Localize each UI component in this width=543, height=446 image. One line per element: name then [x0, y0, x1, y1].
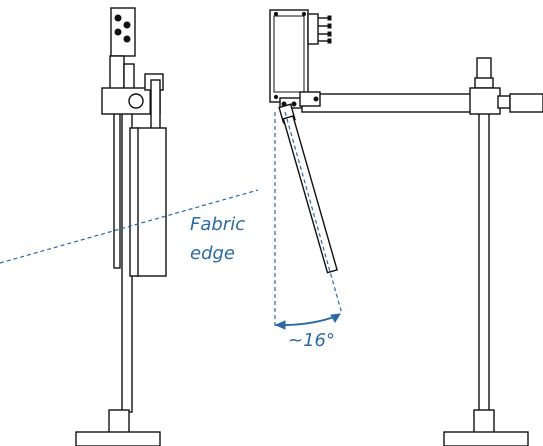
- bolt-icon: [123, 35, 131, 43]
- connector-block: [307, 13, 319, 45]
- right-vertical-post: [478, 111, 490, 413]
- horizontal-arm: [301, 93, 473, 113]
- pendulum-rod: [282, 115, 338, 274]
- bolt-icon: [123, 21, 131, 29]
- bolt-icon: [114, 28, 122, 36]
- left-slide-rail: [109, 55, 125, 91]
- middle-assembly: ~16°: [269, 9, 473, 351]
- left-guide-plate-edge: [129, 127, 139, 277]
- left-hanging-bar: [113, 111, 121, 269]
- fabric-edge-label: edge: [190, 243, 235, 264]
- right-top-knob: [476, 57, 492, 81]
- bolt-icon: [114, 14, 122, 22]
- left-assembly: [75, 7, 167, 446]
- clamp-hole: [128, 93, 144, 109]
- right-base-collar: [473, 409, 495, 435]
- left-base-foot: [75, 431, 161, 446]
- right-assembly: [443, 57, 543, 446]
- arm-clamp: [299, 91, 321, 107]
- left-guide-plate: [135, 127, 167, 277]
- fabric-edge-label: Fabric: [190, 214, 245, 235]
- arrowhead-icon: [330, 313, 341, 323]
- left-base-collar: [108, 409, 130, 435]
- right-clamp-block: [469, 87, 501, 115]
- right-base-foot: [443, 431, 529, 446]
- sensor-housing: [269, 9, 309, 103]
- arrowhead-icon: [274, 320, 286, 330]
- fabric-edge-line: [0, 189, 259, 264]
- left-slide-rail-side: [123, 63, 135, 91]
- angle-label: ~16°: [288, 330, 335, 351]
